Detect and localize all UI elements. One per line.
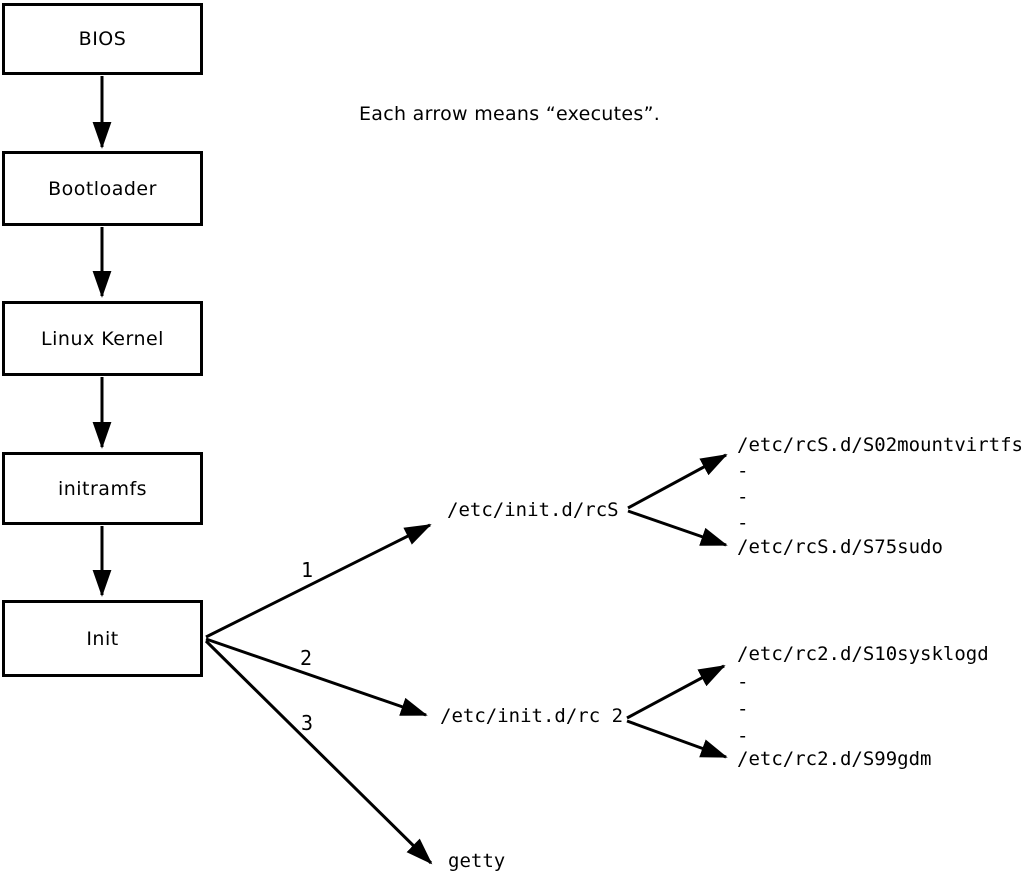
node-bootloader: Bootloader: [2, 151, 203, 226]
arrow-rcS-to-last-script: [627, 509, 728, 547]
rcS-ellipsis-dash: -: [737, 512, 749, 534]
node-init-label: Init: [86, 627, 119, 650]
edge-label-1: 1: [300, 558, 314, 582]
edge-label-2: 2: [299, 646, 313, 670]
node-init: Init: [2, 600, 203, 677]
edge-label-3: 3: [300, 711, 314, 735]
rcS-script-last: /etc/rcS.d/S75sudo: [737, 536, 943, 558]
rc2-ellipsis-dash: -: [737, 671, 749, 693]
rc2-ellipsis-dash: -: [737, 725, 749, 747]
node-kernel-label: Linux Kernel: [41, 327, 164, 350]
arrow-init-to-rcS: [205, 523, 432, 639]
legend-note: Each arrow means “executes”.: [359, 103, 661, 125]
arrow-rcS-to-first-script: [627, 453, 728, 510]
target-rcS-label: /etc/init.d/rcS: [447, 499, 619, 521]
target-getty-label: getty: [448, 850, 506, 872]
arrow-init-to-rc2: [205, 637, 428, 717]
arrow-init-to-getty: [204, 639, 433, 865]
node-initramfs: initramfs: [2, 452, 203, 525]
target-rc2-label: /etc/init.d/rc 2: [440, 705, 624, 727]
node-bios: BIOS: [2, 3, 203, 75]
node-bootloader-label: Bootloader: [48, 177, 157, 200]
arrow-rc2-to-first-script: [626, 664, 726, 720]
node-kernel: Linux Kernel: [2, 301, 203, 376]
arrow-rc2-to-last-script: [626, 719, 728, 759]
rc2-ellipsis-dash: -: [737, 698, 749, 720]
rc2-script-first: /etc/rc2.d/S10sysklogd: [737, 643, 989, 665]
node-bios-label: BIOS: [78, 28, 127, 50]
node-initramfs-label: initramfs: [57, 477, 148, 500]
rcS-ellipsis-dash: -: [737, 486, 749, 508]
rc2-script-last: /etc/rc2.d/S99gdm: [737, 748, 932, 770]
rcS-ellipsis-dash: -: [737, 460, 749, 482]
rcS-script-first: /etc/rcS.d/S02mountvirtfs: [737, 434, 1023, 456]
